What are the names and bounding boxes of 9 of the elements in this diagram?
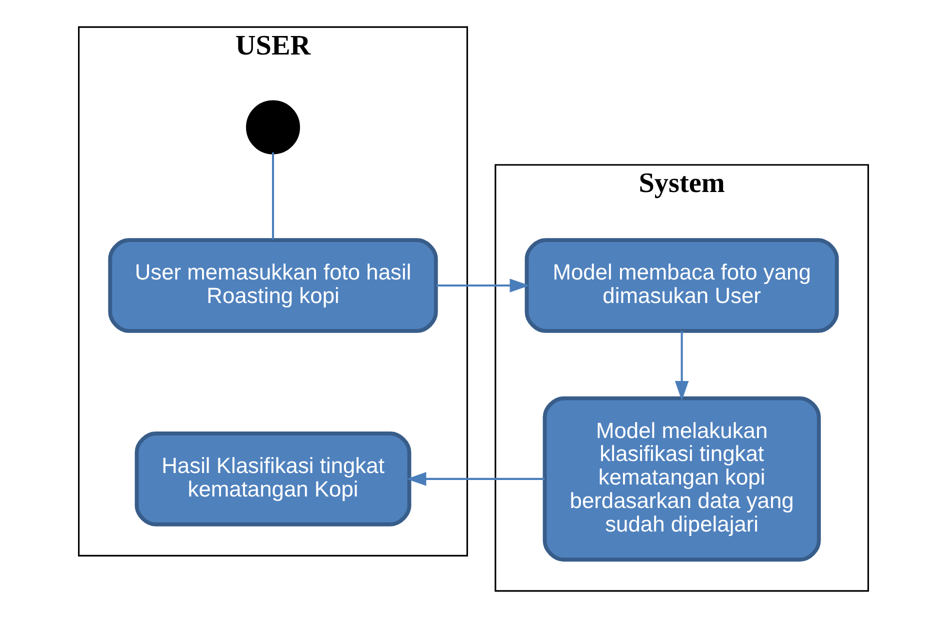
node-box: Hasil Klasifikasi tingkat kematangan Kopi <box>134 432 411 526</box>
node-box: User memasukkan foto hasil Roasting kopi <box>108 238 438 333</box>
arrow <box>436 278 530 292</box>
arrow <box>406 472 544 486</box>
arrow <box>674 331 688 401</box>
node-box: Model melakukan klasifikasi tingkat kematangan kopi berdasarkan data yang sudah dipelajari <box>542 396 820 562</box>
connector <box>272 152 274 240</box>
node-box: Model membaca foto yang dimasukan User <box>524 238 838 333</box>
node-circle <box>246 100 300 154</box>
